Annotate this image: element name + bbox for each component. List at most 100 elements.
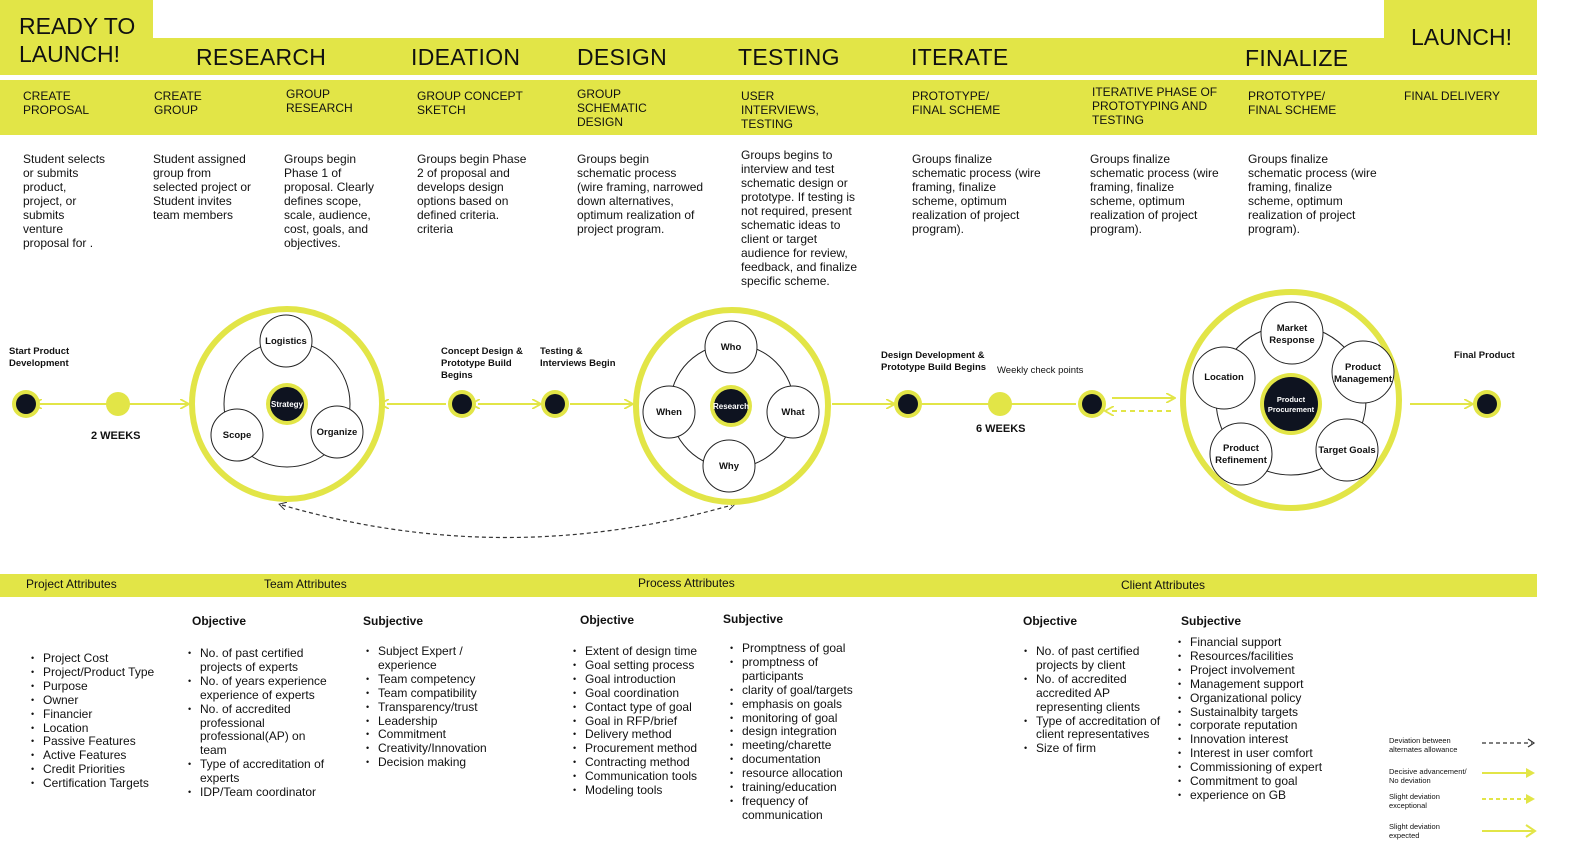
step-description: Groups finalize schematic process (wire … bbox=[1090, 152, 1219, 236]
step-label: PROTOTYPE/ FINAL SCHEME bbox=[912, 89, 1001, 117]
attribute-item: Project/Product Type bbox=[31, 665, 154, 680]
step-label: PROTOTYPE/ FINAL SCHEME bbox=[1248, 89, 1337, 117]
legend-dashed-black-arrow bbox=[1482, 738, 1536, 748]
attribute-item: clarity of goal/targets bbox=[730, 683, 853, 698]
step-description: Groups finalize schematic process (wire … bbox=[1248, 152, 1377, 236]
client-objective-header: Objective bbox=[1023, 614, 1078, 628]
attribute-item: No. of accredited professional professio… bbox=[188, 702, 327, 759]
step-label: CREATE GROUP bbox=[154, 89, 202, 117]
attribute-item: design integration bbox=[730, 725, 853, 740]
attribute-item: Type of accreditation of client represen… bbox=[1024, 714, 1160, 743]
checkpoint-dot bbox=[106, 392, 130, 416]
attribute-item: promptness of participants bbox=[730, 655, 853, 684]
dashed-loop-arrow bbox=[282, 505, 732, 539]
two-weeks-label: 2 WEEKS bbox=[91, 430, 141, 442]
attribute-item: Extent of design time bbox=[573, 644, 697, 659]
step-label: GROUP CONCEPT SKETCH bbox=[417, 89, 523, 117]
testing-interviews-label: Testing & Interviews Begin bbox=[540, 346, 616, 369]
phase-iterate: ITERATE bbox=[911, 44, 1009, 70]
phase-design: DESIGN bbox=[577, 44, 667, 70]
milestone-dot-weekly bbox=[1078, 390, 1106, 418]
process-timeline-diagram bbox=[12, 289, 1501, 539]
research-node-scope: Scope bbox=[222, 430, 252, 441]
milestone-dot-design-dev bbox=[894, 390, 922, 418]
phase-finalize: FINALIZE bbox=[1245, 45, 1349, 71]
finalize-cycle bbox=[1180, 289, 1402, 511]
phase-testing: TESTING bbox=[738, 44, 840, 70]
finalize-node-location: Location bbox=[1204, 372, 1244, 383]
attribute-item: corporate reputation bbox=[1178, 719, 1322, 734]
attribute-item: Goal setting process bbox=[573, 658, 697, 673]
research-node-logistics: Logistics bbox=[265, 336, 307, 347]
team-subjective-header: Subjective bbox=[363, 614, 424, 628]
testing-node-what: What bbox=[781, 407, 805, 418]
attribute-item: documentation bbox=[730, 752, 853, 767]
attribute-item: Modeling tools bbox=[573, 783, 697, 798]
attribute-item: Project involvement bbox=[1178, 663, 1322, 678]
attribute-item: Organizational policy bbox=[1178, 691, 1322, 706]
project-attributes-header: Project Attributes bbox=[26, 577, 117, 591]
client-subjective-header: Subjective bbox=[1181, 614, 1242, 628]
attribute-item: Management support bbox=[1178, 677, 1322, 692]
step-label: ITERATIVE PHASE OF PROTOTYPING AND TESTI… bbox=[1092, 85, 1218, 127]
step-description: Student assigned group from selected pro… bbox=[153, 152, 252, 222]
team-objective-header: Objective bbox=[192, 614, 247, 628]
legend-arrows bbox=[1482, 738, 1537, 838]
start-product-label: Start Product Development bbox=[9, 346, 70, 369]
finalize-center-label: Product Procurement bbox=[1267, 395, 1315, 414]
attribute-item: Commissioning of expert bbox=[1178, 760, 1322, 775]
milestone-dot-testing bbox=[541, 390, 569, 418]
attribute-item: Owner bbox=[31, 693, 154, 708]
attribute-item: meeting/charette bbox=[730, 738, 853, 753]
attribute-item: frequency of communication bbox=[730, 794, 853, 823]
weekly-checkpoints-label: Weekly check points bbox=[997, 365, 1084, 376]
step-label: USER INTERVIEWS, TESTING bbox=[741, 89, 819, 131]
attribute-item: Innovation interest bbox=[1178, 732, 1322, 747]
milestone-dot-concept bbox=[448, 390, 476, 418]
attribute-item: Decision making bbox=[366, 755, 487, 770]
legend-solid-yellow-arrow bbox=[1482, 768, 1535, 778]
attribute-item: IDP/Team coordinator bbox=[188, 785, 327, 800]
finalize-node-target-goals: Target Goals bbox=[1318, 445, 1376, 456]
legend-label: Deviation between alternates allowance bbox=[1389, 736, 1458, 754]
phase-ideation: IDEATION bbox=[411, 44, 521, 70]
step-description: Groups begin schematic process (wire fra… bbox=[577, 152, 704, 236]
attributes-band bbox=[0, 574, 1537, 597]
final-product-label: Final Product bbox=[1454, 350, 1515, 361]
step-description: Groups begins to interview and test sche… bbox=[741, 148, 858, 288]
step-label: GROUP SCHEMATIC DESIGN bbox=[577, 87, 647, 129]
finalize-node-product-management: Product Management bbox=[1333, 362, 1393, 385]
finalize-node-product-refinement: Product Refinement bbox=[1215, 443, 1267, 466]
step-description: Student selects or submits product, proj… bbox=[23, 152, 106, 250]
attribute-item: Goal introduction bbox=[573, 672, 697, 687]
attribute-item: monitoring of goal bbox=[730, 711, 853, 726]
attribute-item: Purpose bbox=[31, 679, 154, 694]
steps-band bbox=[0, 80, 1537, 135]
attribute-item: Financier bbox=[31, 707, 154, 722]
research-center-label: Strategy bbox=[270, 400, 303, 409]
attribute-item: emphasis on goals bbox=[730, 697, 853, 712]
testing-center-label: Research bbox=[712, 402, 750, 411]
attribute-item: Leadership bbox=[366, 714, 487, 729]
attribute-item: No. of accredited accredited AP represen… bbox=[1024, 672, 1160, 715]
testing-node-who: Who bbox=[720, 342, 742, 353]
step-label: CREATE PROPOSAL bbox=[23, 89, 90, 117]
attribute-item: Credit Priorities bbox=[31, 762, 154, 777]
attribute-item: Communication tools bbox=[573, 769, 697, 784]
attribute-item: Team competency bbox=[366, 672, 487, 687]
attribute-item: Transparency/trust bbox=[366, 700, 487, 715]
attribute-item: Promptness of goal bbox=[730, 641, 853, 656]
attribute-item: Resources/facilities bbox=[1178, 649, 1322, 664]
client-subjective-list: Financial supportResources/facilitiesPro… bbox=[1174, 635, 1322, 803]
step-description: Groups begin Phase 1 of proposal. Clearl… bbox=[284, 152, 375, 250]
six-weeks-label: 6 WEEKS bbox=[976, 423, 1026, 435]
legend-label: Decisive advancement/ No deviation bbox=[1389, 767, 1467, 785]
attribute-item: Goal in RFP/brief bbox=[573, 714, 697, 729]
attribute-item: resource allocation bbox=[730, 766, 853, 781]
milestone-dot-final bbox=[1473, 390, 1501, 418]
process-attributes-header: Process Attributes bbox=[638, 576, 735, 590]
testing-cycle bbox=[633, 307, 831, 505]
attribute-item: Goal coordination bbox=[573, 686, 697, 701]
legend-label: Slight deviation exceptional bbox=[1389, 792, 1440, 810]
header-band bbox=[0, 38, 1537, 75]
